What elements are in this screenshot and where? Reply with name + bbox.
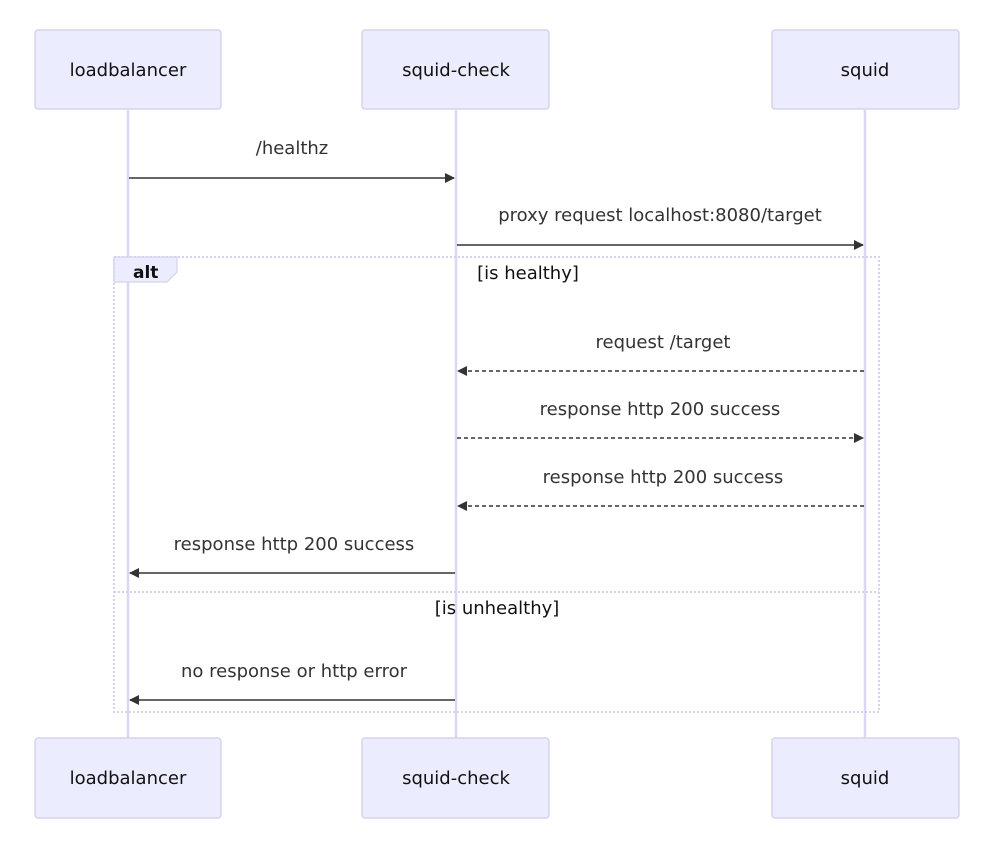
alt-label-tab	[113, 256, 178, 283]
actor-label: squid-check	[402, 768, 510, 789]
actor-label: squid	[841, 768, 890, 789]
actor-label: squid	[841, 60, 890, 81]
actor-squid-bottom: squid	[771, 737, 960, 819]
actor-loadbalancer-top: loadbalancer	[34, 29, 222, 110]
alt-label: alt	[133, 263, 158, 283]
message-label: response http 200 success	[543, 467, 784, 488]
alt-condition-unhealthy: [is unhealthy]	[435, 598, 560, 619]
actor-squid-check-bottom: squid-check	[361, 737, 550, 819]
message-label: no response or http error	[181, 661, 408, 682]
actor-squid-check-top: squid-check	[361, 29, 550, 110]
message-4: response http 200 success	[457, 399, 864, 443]
message-2: proxy request localhost:8080/target	[457, 205, 864, 250]
alt-condition-healthy: [is healthy]	[477, 263, 579, 284]
message-label: response http 200 success	[540, 399, 781, 420]
message-3: request /target	[457, 332, 864, 376]
message-label: /healthz	[256, 138, 329, 159]
actor-loadbalancer-bottom: loadbalancer	[34, 737, 222, 819]
message-label: request /target	[596, 332, 731, 353]
actor-label: loadbalancer	[70, 60, 187, 81]
message-label: response http 200 success	[174, 534, 415, 555]
alt-frame	[113, 256, 880, 713]
message-5: response http 200 success	[457, 467, 864, 511]
actor-label: squid-check	[402, 60, 510, 81]
actor-squid-top: squid	[771, 29, 960, 110]
message-7: no response or http error	[129, 661, 455, 705]
actor-label: loadbalancer	[70, 768, 187, 789]
message-1: /healthz	[129, 138, 455, 183]
message-6: response http 200 success	[129, 534, 455, 578]
message-label: proxy request localhost:8080/target	[498, 205, 822, 226]
